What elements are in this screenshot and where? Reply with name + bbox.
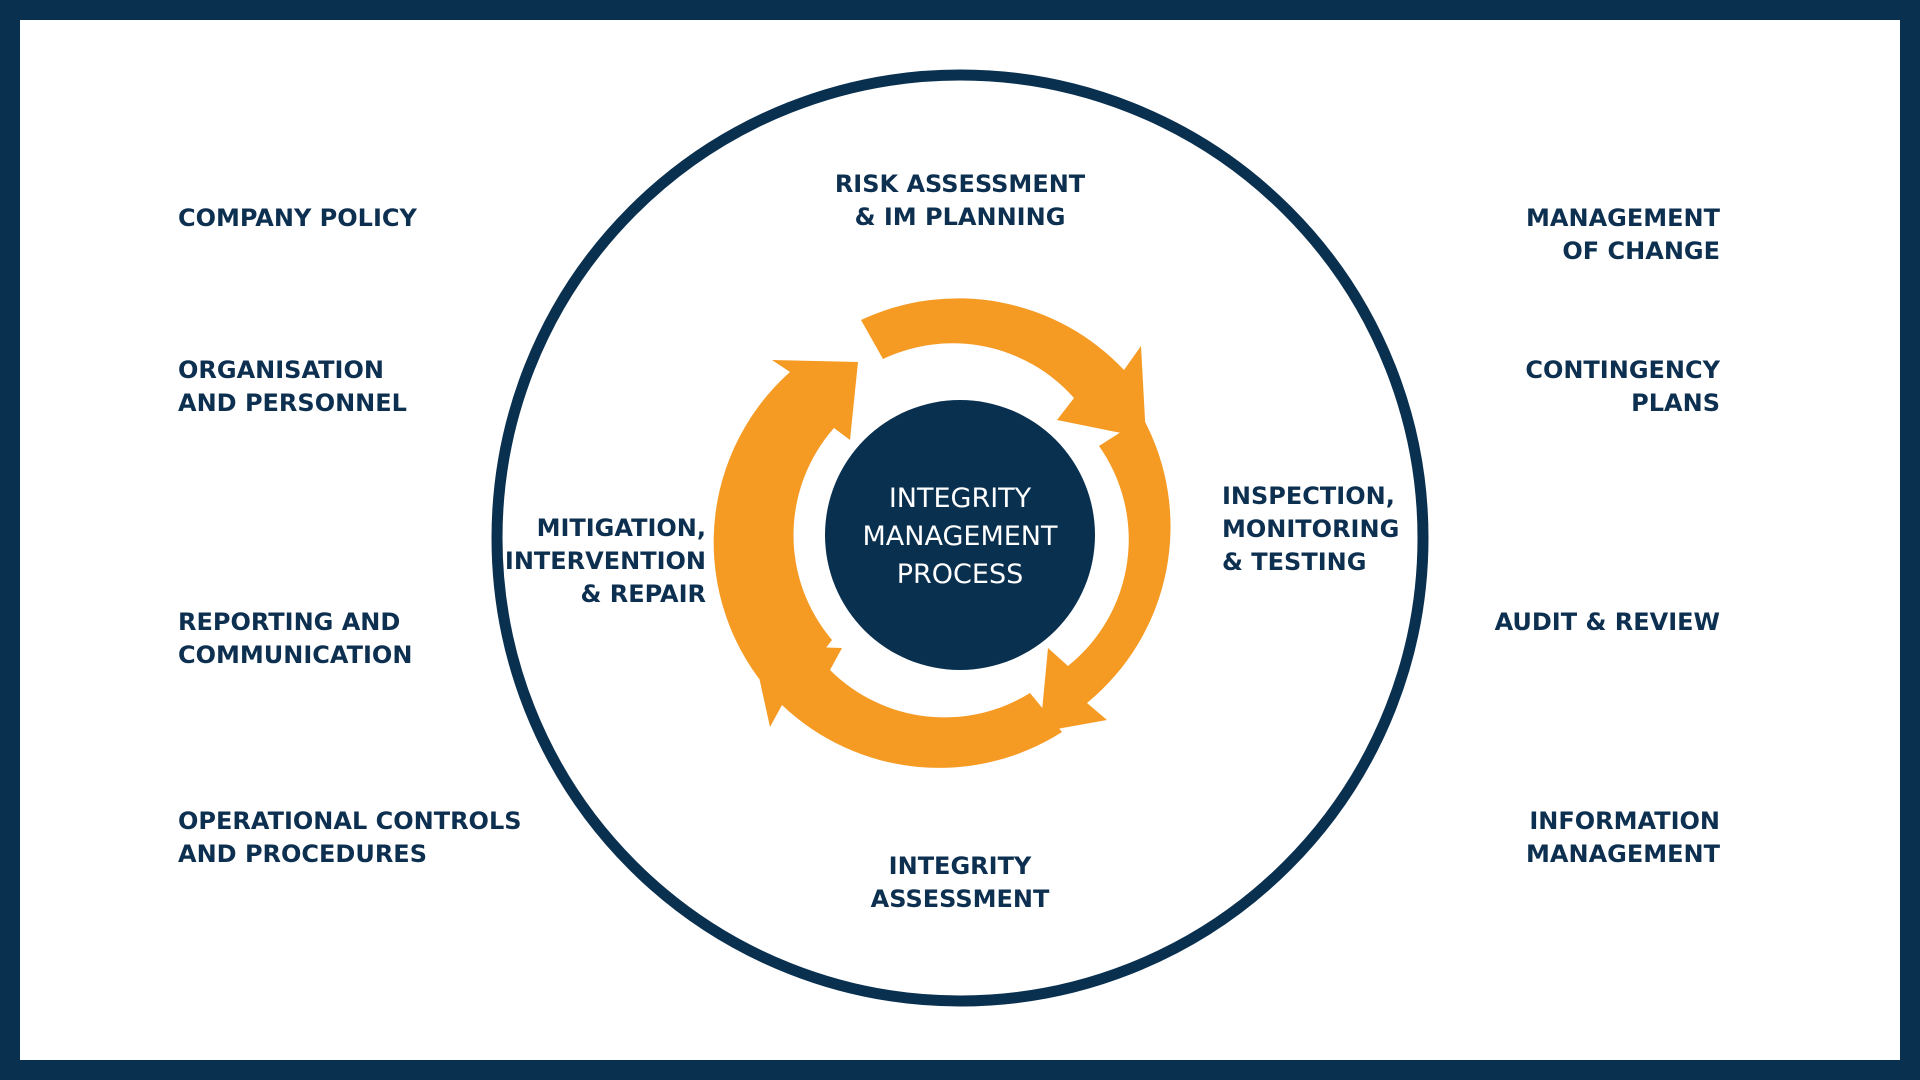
core-line: INTEGRITY	[888, 483, 1032, 514]
step-inspection: INSPECTION, MONITORING & TESTING	[1222, 482, 1400, 576]
core-circle	[825, 400, 1095, 670]
arrow-left	[713, 360, 858, 705]
right-item-contingency: CONTINGENCY PLANS	[1525, 356, 1720, 417]
core-line: MANAGEMENT	[862, 521, 1058, 552]
outer-ring	[491, 69, 1429, 1007]
arrow-bottom	[752, 645, 1062, 768]
step-risk-assessment: RISK ASSESSMENT & IM PLANNING	[834, 170, 1086, 231]
core-title: INTEGRITY MANAGEMENT PROCESS	[820, 480, 1100, 594]
left-item-reporting: REPORTING AND COMMUNICATION	[178, 608, 413, 669]
step-integrity-assessment: INTEGRITY ASSESSMENT	[870, 852, 1050, 913]
right-item-information-management: INFORMATION MANAGEMENT	[1526, 807, 1720, 868]
left-item-organisation: ORGANISATION AND PERSONNEL	[178, 356, 407, 417]
cycle-arrows	[713, 298, 1171, 768]
step-mitigation: MITIGATION, INTERVENTION & REPAIR	[504, 514, 706, 608]
arrow-top	[861, 298, 1146, 438]
left-item-operational-controls: OPERATIONAL CONTROLS AND PROCEDURES	[178, 807, 522, 868]
arrow-right	[1040, 418, 1171, 732]
right-item-management-of-change: MANAGEMENT OF CHANGE	[1526, 204, 1720, 265]
core-line: PROCESS	[896, 559, 1024, 590]
left-item-company-policy: COMPANY POLICY	[178, 204, 417, 232]
right-item-audit-review: AUDIT & REVIEW	[1494, 608, 1720, 636]
